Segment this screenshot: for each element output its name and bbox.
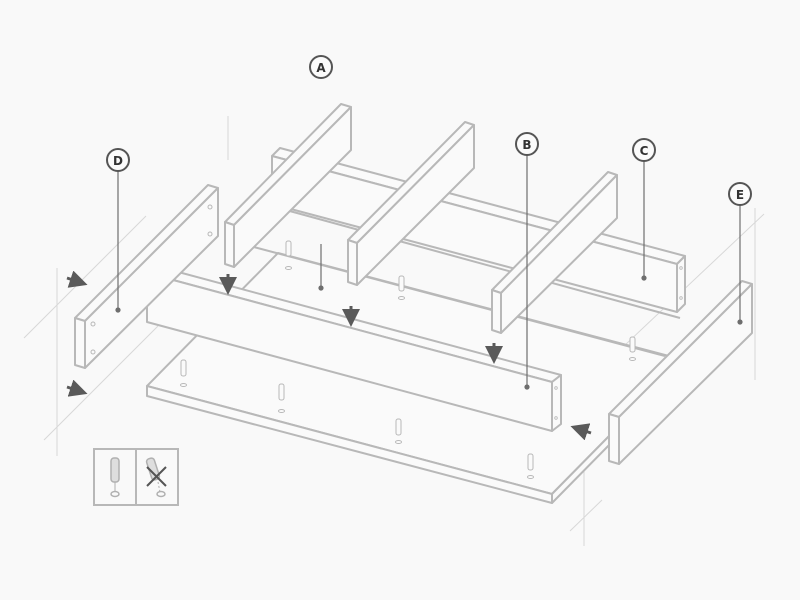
side-panel-e <box>608 280 753 465</box>
dowel <box>180 359 187 387</box>
leader-lines <box>115 155 743 390</box>
arrow-left-icon <box>570 423 592 441</box>
insertion-arrows <box>66 270 592 441</box>
callout-e: E <box>728 182 752 206</box>
callout-b: B <box>515 132 539 156</box>
incorrect-dowel-icon <box>145 457 167 498</box>
slat-a-right <box>491 171 618 334</box>
dowel <box>398 275 405 300</box>
cross-icon <box>146 466 167 487</box>
arrow-right-icon <box>66 379 88 397</box>
correct-dowel-icon <box>110 457 120 498</box>
callouts: A B C D E <box>106 55 752 206</box>
inner-rail-edge <box>285 209 681 319</box>
dowel <box>278 383 285 413</box>
callout-label: A <box>316 61 326 75</box>
callout-a: A <box>309 55 333 79</box>
callout-label: D <box>113 154 123 168</box>
callout-d: D <box>106 148 130 172</box>
inner-rail-edge <box>249 245 666 357</box>
dowel <box>527 453 534 479</box>
dowel <box>285 240 292 270</box>
parts <box>74 103 753 504</box>
slat-a-middle <box>347 121 475 286</box>
arrow-right-icon <box>66 270 88 288</box>
callout-label: C <box>640 144 649 158</box>
dowel <box>395 418 402 444</box>
callout-label: E <box>736 188 744 202</box>
callout-c: C <box>632 138 656 162</box>
dowel-legend <box>93 448 179 506</box>
callout-label: B <box>522 138 531 152</box>
side-panel-d <box>74 184 219 369</box>
dowels <box>180 240 636 479</box>
dowel <box>629 336 636 361</box>
slat-a-left <box>224 103 352 268</box>
